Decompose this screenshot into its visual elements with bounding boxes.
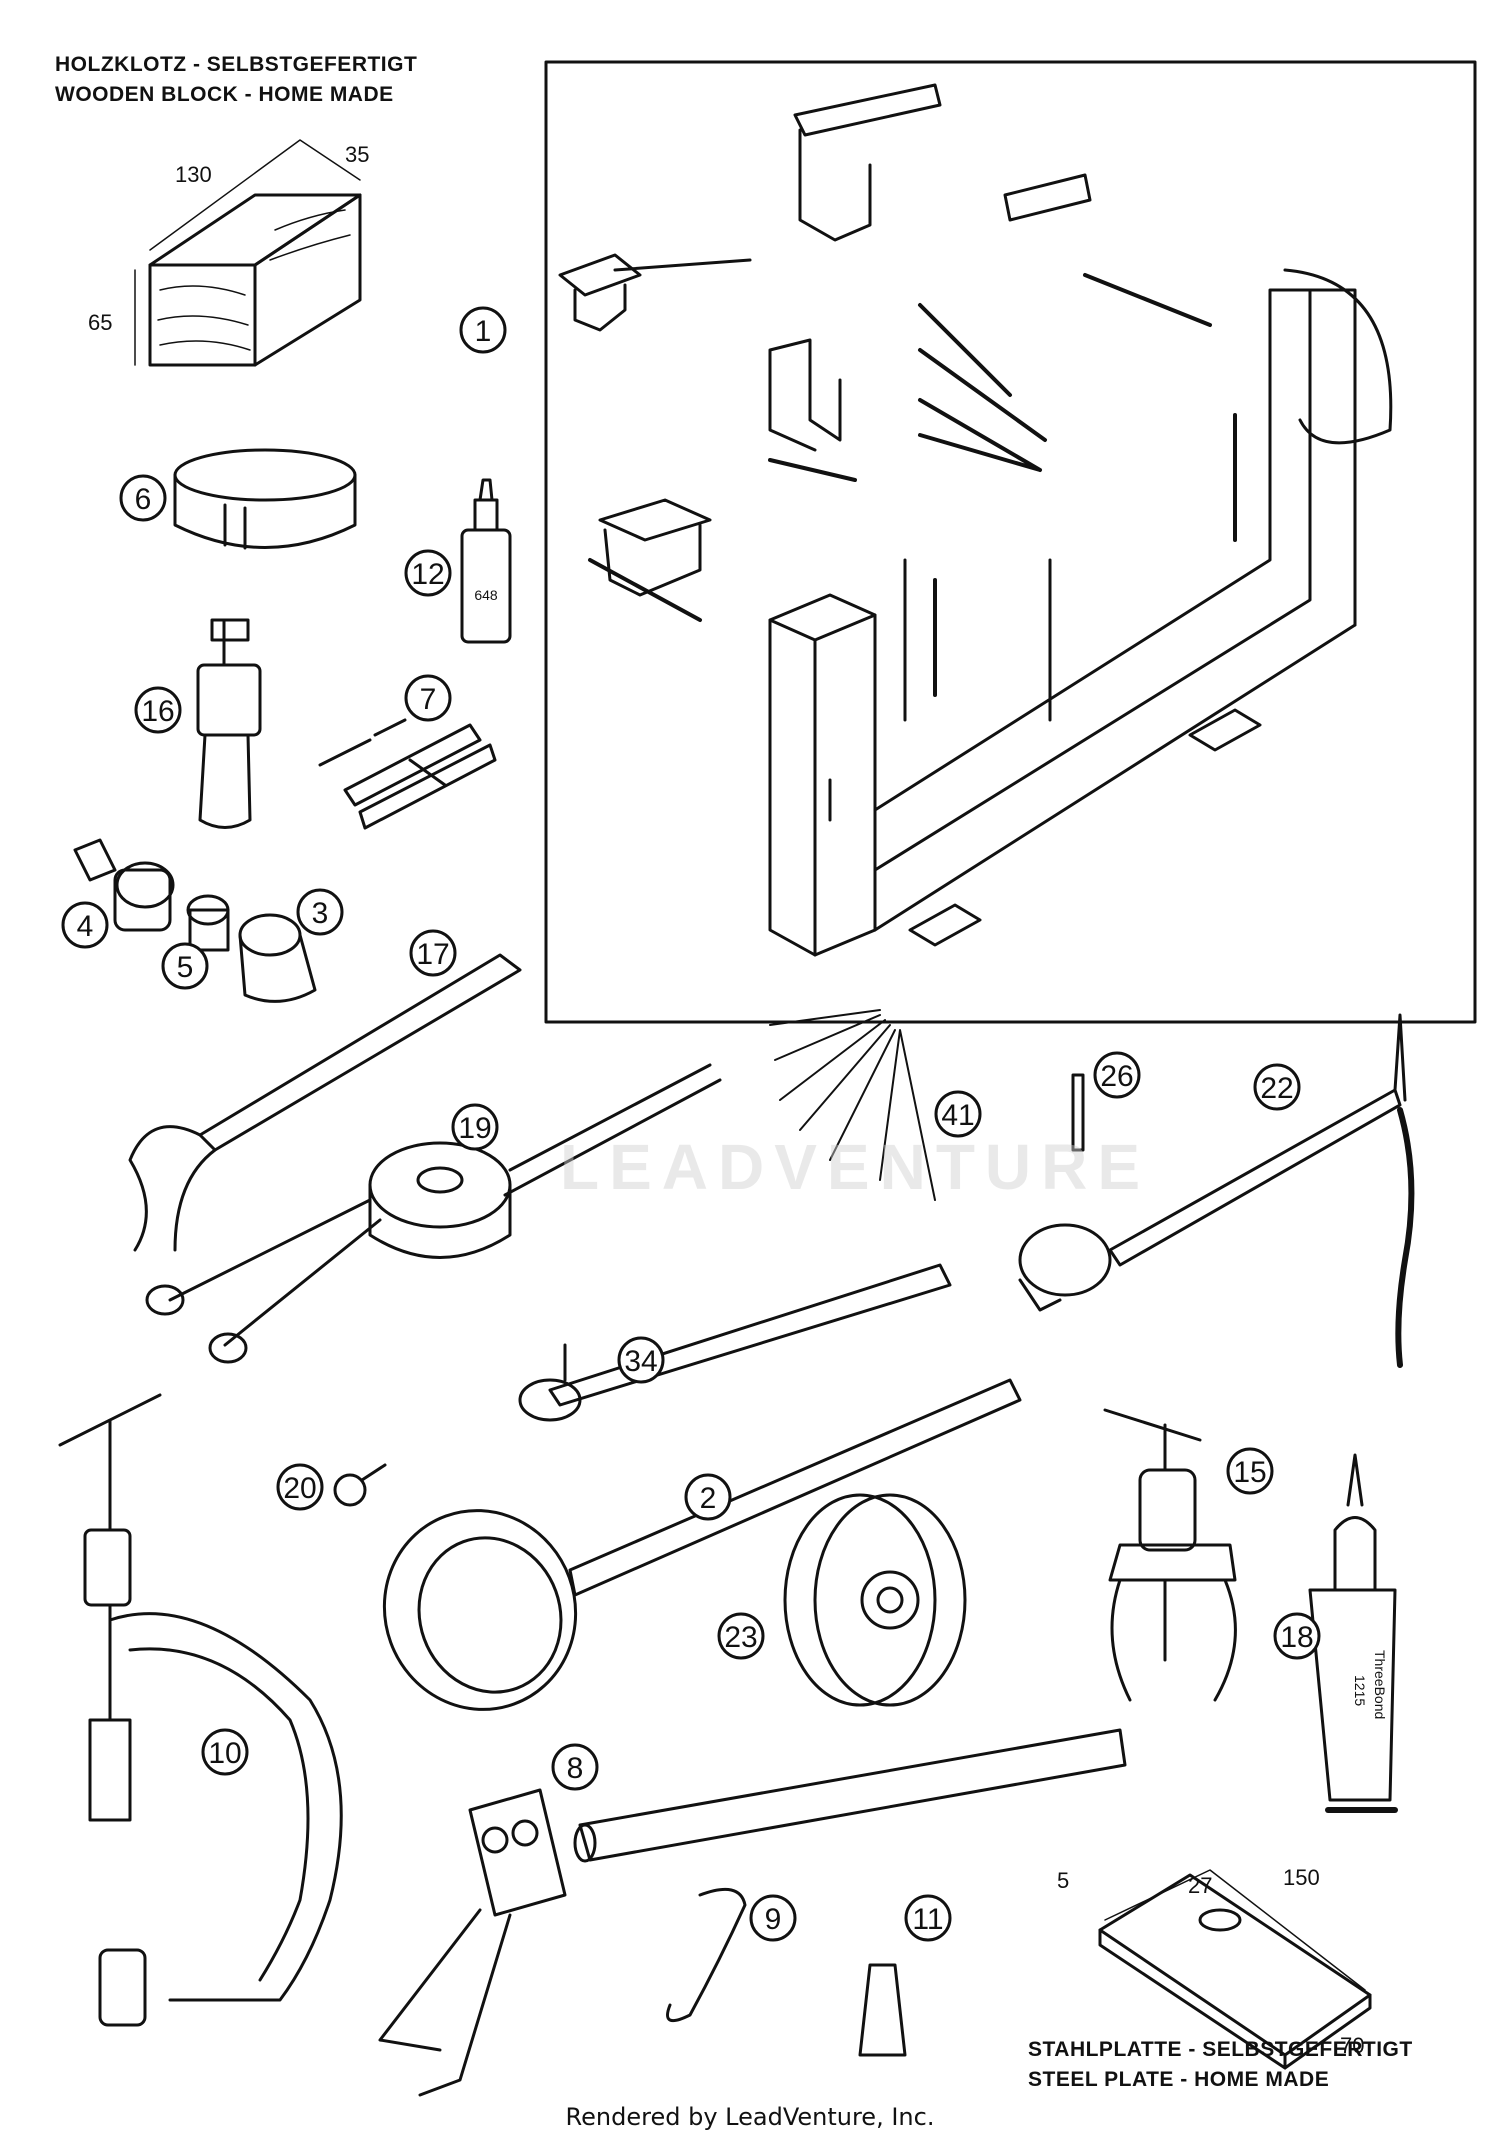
item-23-flywheel (783, 1493, 967, 1707)
svg-text:4: 4 (77, 910, 94, 943)
callout-9: 9 (749, 1894, 797, 1942)
callout-1: 1 (459, 306, 507, 354)
svg-text:17: 17 (416, 938, 449, 971)
item-20-screw (333, 1463, 387, 1507)
item-34-holder (518, 1263, 952, 1422)
header-line-1: HOLZKLOTZ - SELBSTGEFERTIGT (55, 53, 418, 76)
plate-width: 70 (1340, 2033, 1364, 2058)
render-credit: Rendered by LeadVenture, Inc. (565, 2103, 935, 2131)
svg-text:16: 16 (141, 695, 174, 728)
item-10-compressor (58, 1393, 343, 2027)
svg-text:26: 26 (1100, 1060, 1133, 1093)
steel-plate-line-2: STEEL PLATE - HOME MADE (1028, 2068, 1330, 2091)
header-line-2: WOODEN BLOCK - HOME MADE (55, 83, 394, 106)
svg-text:8: 8 (567, 1752, 584, 1785)
callout-22: 22 (1253, 1063, 1301, 1111)
callout-12: 12 (404, 549, 452, 597)
steel-plate-line-1: STAHLPLATTE - SELBSTGEFERTIGT (1028, 2038, 1413, 2061)
svg-text:2: 2 (700, 1482, 717, 1515)
callout-19: 19 (451, 1103, 499, 1151)
block-length: 130 (175, 162, 212, 187)
callout-34: 34 (617, 1336, 665, 1384)
callout-6: 6 (119, 474, 167, 522)
item-16-puller (196, 618, 262, 829)
bottle-label: 648 (474, 587, 498, 603)
callout-16: 16 (134, 686, 182, 734)
callout-3: 3 (296, 888, 344, 936)
svg-text:12: 12 (411, 558, 444, 591)
item-6-ring (173, 448, 357, 550)
item-22-holder (1018, 1013, 1415, 1368)
item-19-tool (145, 1063, 722, 1364)
callout-41: 41 (934, 1090, 982, 1138)
header-wooden-block: HOLZKLOTZ - SELBSTGEFERTIGT WOODEN BLOCK… (55, 50, 417, 110)
svg-text:6: 6 (135, 483, 152, 516)
callout-18: 18 (1273, 1612, 1321, 1660)
item-41-feeler (769, 1009, 936, 1201)
svg-text:10: 10 (208, 1737, 241, 1770)
dimension-labels: 130 35 65 5 27 150 70 (88, 142, 1364, 2058)
callout-17: 17 (409, 929, 457, 977)
svg-text:5: 5 (177, 951, 194, 984)
item-11-tool (858, 1963, 907, 2057)
plate-length: 150 (1283, 1865, 1320, 1890)
plate-hole: 27 (1188, 1873, 1212, 1898)
item-17-fork (128, 953, 522, 1252)
item-7-tool (318, 718, 497, 830)
callout-2: 2 (684, 1473, 732, 1521)
svg-text:11: 11 (912, 1903, 943, 1936)
svg-text:34: 34 (624, 1345, 657, 1378)
svg-text:23: 23 (724, 1621, 757, 1654)
steel-plate-drawing (1098, 1869, 1372, 2070)
tube-code: 1215 (1352, 1675, 1368, 1706)
wooden-block-drawing (134, 139, 362, 367)
item-15-puller (1103, 1408, 1237, 1702)
callout-4: 4 (61, 901, 109, 949)
callout-15: 15 (1226, 1447, 1274, 1495)
svg-text:19: 19 (458, 1112, 491, 1145)
caption-steel-plate: STAHLPLATTE - SELBSTGEFERTIGT STEEL PLAT… (1028, 2035, 1413, 2095)
callout-10: 10 (201, 1728, 249, 1776)
item-9-tool (666, 1887, 747, 2023)
plate-thickness: 5 (1057, 1868, 1069, 1893)
svg-text:18: 18 (1280, 1621, 1313, 1654)
callout-7: 7 (404, 674, 452, 722)
svg-text:15: 15 (1233, 1456, 1266, 1489)
svg-text:22: 22 (1260, 1072, 1293, 1105)
item-18-tube (1308, 1453, 1398, 1813)
callout-1-text: 1 (475, 315, 492, 348)
block-height: 65 (88, 310, 112, 335)
item-2-clutch-holder (382, 1378, 1022, 1711)
item-26-pin (1071, 1073, 1085, 1152)
item-1-engine-stand (558, 83, 1393, 957)
callout-8: 8 (551, 1743, 599, 1791)
svg-text:7: 7 (420, 683, 437, 716)
svg-text:20: 20 (283, 1472, 316, 1505)
svg-text:9: 9 (765, 1903, 782, 1936)
callout-23: 23 (717, 1612, 765, 1660)
callout-5: 5 (161, 942, 209, 990)
block-depth: 35 (345, 142, 369, 167)
callout-circles: 1 6 12 16 7 4 3 5 17 19 41 26 22 34 20 2… (61, 306, 1321, 1942)
tube-brand: ThreeBond (1372, 1650, 1388, 1719)
svg-text:3: 3 (312, 897, 329, 930)
item-8-holder (378, 1728, 1127, 2097)
watermark: LEADVENTURE (560, 1131, 1151, 1203)
svg-text:41: 41 (941, 1099, 974, 1132)
callout-11: 11 (904, 1894, 952, 1942)
item-1-frame (544, 60, 1477, 1024)
items-4-5-3 (73, 838, 317, 1003)
item-12-bottle (460, 478, 512, 644)
product-labels: 648 ThreeBond 1215 (474, 587, 1388, 1719)
callout-20: 20 (276, 1463, 324, 1511)
callout-26: 26 (1093, 1051, 1141, 1099)
